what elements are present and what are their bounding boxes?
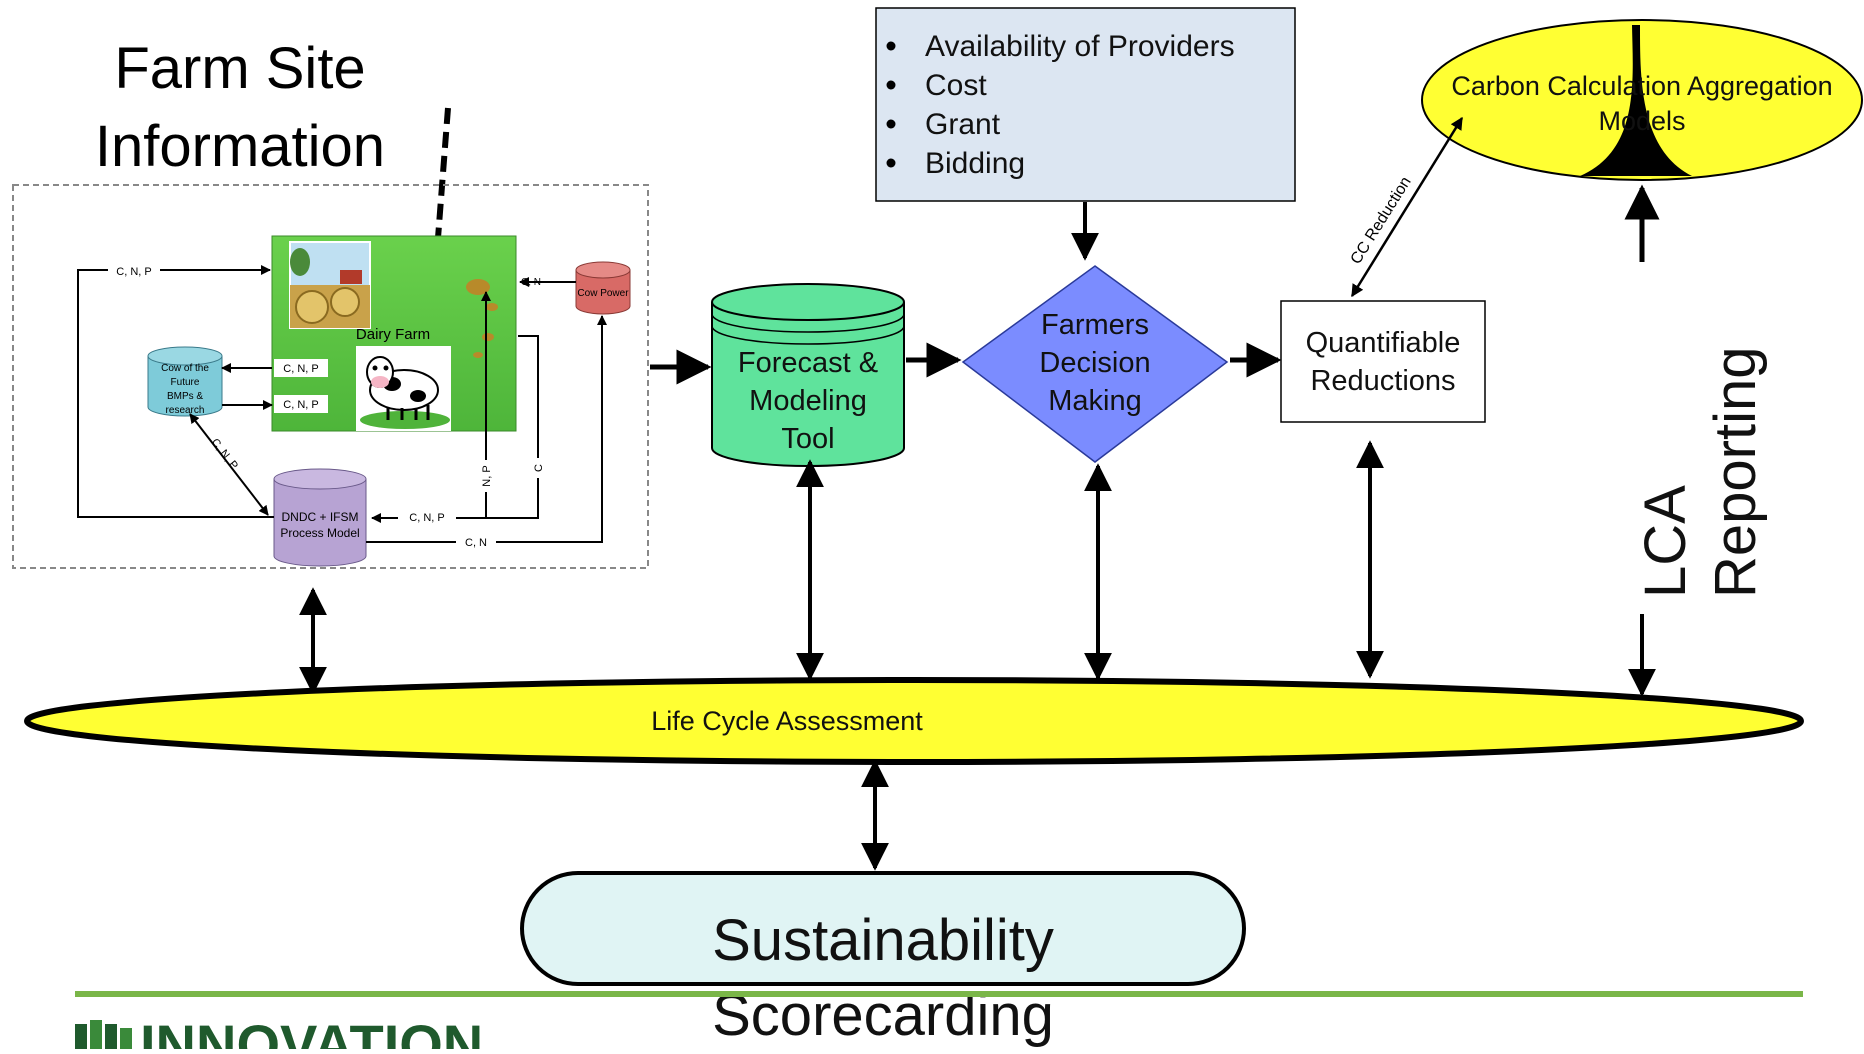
carbon-sector-mark bbox=[1580, 25, 1692, 176]
provider-item: Cost bbox=[925, 69, 987, 102]
dndc-cylinder: DNDC + IFSM Process Model bbox=[273, 468, 367, 567]
cow-future-line2: Future bbox=[171, 377, 200, 388]
scorecard-line1: Sustainability bbox=[712, 908, 1054, 973]
carbon-line2: Models bbox=[1598, 106, 1685, 136]
bullet-icon bbox=[886, 158, 896, 168]
lca-reporting-line2: Reporting bbox=[1703, 347, 1768, 598]
cc-reduction-label: CC Reduction bbox=[1348, 174, 1415, 267]
dairy-farm-label: Dairy Farm bbox=[356, 326, 430, 343]
reductions-line1: Quantifiable bbox=[1306, 327, 1461, 359]
flow-label-cn-power: C, N bbox=[521, 277, 541, 288]
decision-line1: Farmers bbox=[1041, 309, 1149, 341]
flow-label-cnp-cow-in: C, N, P bbox=[283, 399, 318, 411]
cow-future-line4: research bbox=[166, 405, 205, 416]
flow-label-c: C bbox=[533, 464, 545, 472]
forecast-line1: Forecast & bbox=[738, 347, 878, 379]
flow-label-np: N, P bbox=[481, 465, 493, 486]
flow-dndc-to-cow-power bbox=[366, 315, 607, 543]
provider-item: Bidding bbox=[925, 147, 1025, 180]
forecast-modeling-tool: Forecast & Modeling Tool bbox=[711, 283, 905, 467]
bullet-icon bbox=[886, 119, 896, 129]
dndc-line2: Process Model bbox=[280, 526, 359, 540]
cow-picture bbox=[356, 346, 451, 431]
farm-site-boundary bbox=[12, 184, 649, 569]
cow-power-label: Cow Power bbox=[577, 288, 629, 299]
flow-label-cnp-dndc: C, N, P bbox=[409, 512, 444, 524]
lca-reporting-line1: LCA bbox=[1633, 485, 1698, 598]
decision-line3: Making bbox=[1048, 385, 1142, 417]
provider-item: Grant bbox=[925, 108, 1001, 141]
life-cycle-assessment-ellipse: Life Cycle Assessment bbox=[24, 677, 1804, 765]
lca-label: Life Cycle Assessment bbox=[651, 706, 923, 736]
flow-label-cnp-cow-out: C, N, P bbox=[283, 363, 318, 375]
reductions-line2: Reductions bbox=[1310, 365, 1455, 397]
cow-future-line1: Cow of the bbox=[161, 363, 209, 374]
providers-box: Availability of Providers Cost Grant Bid… bbox=[875, 7, 1296, 202]
innovation-logo-text: INNOVATION bbox=[140, 1013, 483, 1049]
providers-list: Availability of Providers Cost Grant Bid… bbox=[886, 30, 1235, 180]
flow-label-cnp-diag: C, N, P bbox=[209, 436, 240, 471]
bullet-icon bbox=[886, 41, 896, 51]
flow-dndc-to-farm bbox=[77, 265, 274, 518]
cow-future-cylinder: Cow of the Future BMPs & research bbox=[147, 346, 223, 417]
flow-label-cnp-top: C, N, P bbox=[116, 266, 151, 278]
decision-line2: Decision bbox=[1039, 347, 1150, 379]
quantifiable-reductions-box: Quantifiable Reductions bbox=[1280, 300, 1486, 423]
footer-logo: INNOVATION bbox=[75, 1013, 483, 1054]
main-flow-arrows bbox=[299, 116, 1660, 871]
carbon-line1: Carbon Calculation Aggregation bbox=[1451, 71, 1832, 101]
farmers-decision-diamond: Farmers Decision Making bbox=[961, 265, 1229, 463]
innovation-logo-icon bbox=[75, 1020, 132, 1049]
lca-reporting-label: LCA Reporting bbox=[1633, 347, 1768, 598]
sustainability-scorecarding: Sustainability Scorecarding bbox=[520, 871, 1246, 1048]
farm-flows bbox=[77, 265, 607, 543]
dndc-line1: DNDC + IFSM bbox=[281, 510, 358, 524]
provider-item: Availability of Providers bbox=[925, 30, 1235, 63]
flow-label-cn-bottom: C, N bbox=[465, 537, 487, 549]
cow-power-cylinder: Cow Power bbox=[575, 261, 631, 315]
farm-site-title-line1: Farm Site bbox=[114, 36, 365, 101]
hay-field-picture bbox=[289, 241, 371, 329]
flow-cow-future-dndc bbox=[189, 413, 269, 516]
bullet-icon bbox=[886, 80, 896, 90]
flow-c-loop bbox=[486, 335, 539, 519]
arrow-cc-reduction bbox=[1350, 116, 1464, 298]
forecast-line3: Tool bbox=[781, 423, 834, 455]
farm-site-title: Farm Site Information bbox=[95, 36, 385, 179]
carbon-calculation-ellipse: Carbon Calculation Aggregation Models bbox=[1421, 19, 1863, 181]
forecast-line2: Modeling bbox=[749, 385, 867, 417]
cow-future-line3: BMPs & bbox=[167, 391, 203, 402]
farm-site-title-line2: Information bbox=[95, 114, 385, 179]
